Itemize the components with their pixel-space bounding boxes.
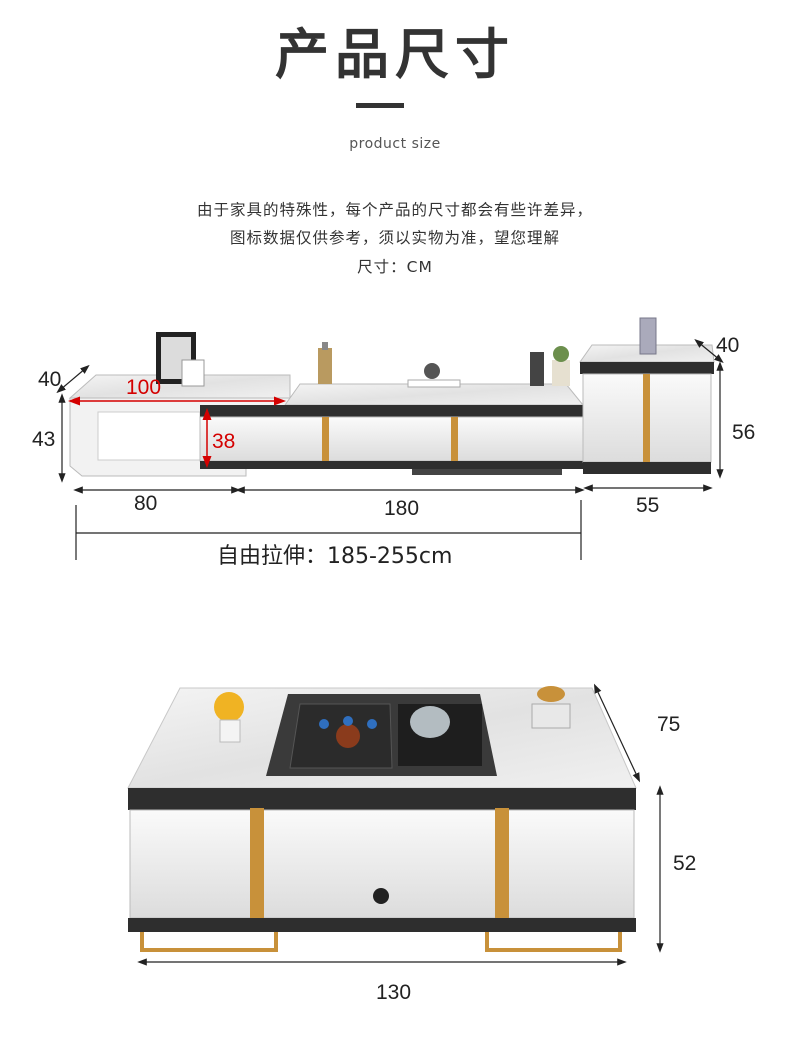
page-subtitle: product size	[349, 136, 441, 152]
dim-left-top-width: 100	[126, 376, 162, 399]
dim-main-width: 180	[384, 497, 420, 520]
dim-table-height: 52	[673, 852, 697, 875]
page-title: 产品尺寸	[275, 23, 515, 86]
dim-left-height: 43	[32, 428, 56, 451]
dim-side-depth: 40	[716, 334, 740, 357]
tea-table-illustration	[127, 683, 664, 966]
notice-line-1: 由于家具的特殊性，每个产品的尺寸都会有些许差异，	[196, 201, 593, 219]
notice-unit: 尺寸：CM	[357, 258, 433, 276]
stretch-range-label: 自由拉伸：185-255cm	[217, 544, 453, 569]
dim-side-height: 56	[732, 421, 756, 444]
dim-left-depth: 40	[38, 368, 62, 391]
dim-side-width: 55	[636, 494, 660, 517]
title-divider	[356, 103, 404, 108]
dim-left-width: 80	[134, 492, 158, 515]
tv-cabinet-illustration	[56, 317, 724, 560]
dim-table-depth: 75	[657, 713, 681, 736]
dim-table-width: 130	[376, 981, 412, 1004]
notice-line-2: 图标数据仅供参考，须以实物为准，望您理解	[229, 229, 560, 247]
dim-inner-height: 38	[212, 430, 236, 453]
